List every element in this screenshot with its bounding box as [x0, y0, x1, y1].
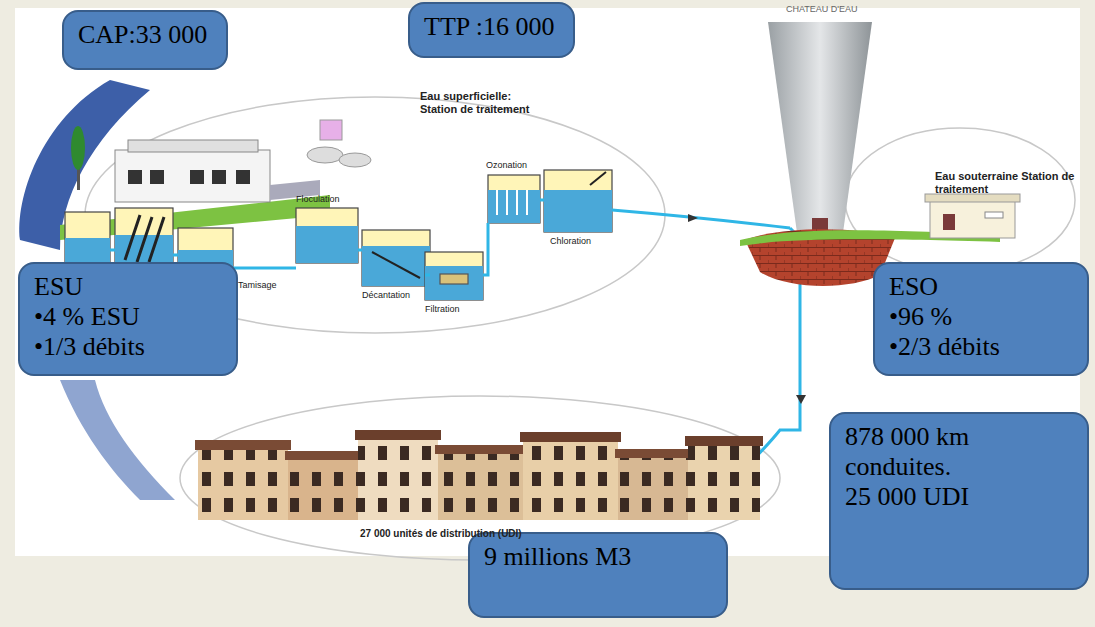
callout-box: ESU•4 % ESU•1/3 débits	[18, 262, 238, 376]
roof	[925, 194, 1020, 202]
water-tower	[768, 22, 872, 240]
window	[150, 170, 164, 184]
illustration-label: 27 000 unités de distribution (UDI)	[360, 528, 600, 540]
process-ozonation	[488, 175, 540, 223]
callout-text: 9 millions M3	[484, 542, 712, 572]
white-panel	[15, 8, 1080, 556]
silo	[307, 147, 343, 163]
door	[943, 214, 955, 230]
silo	[339, 153, 371, 167]
process-filtration	[425, 252, 483, 300]
roof	[128, 140, 258, 152]
illustration-label: Tamisage	[238, 280, 298, 290]
callout-box: ESO•96 %•2/3 débits	[873, 262, 1089, 376]
tower-tank	[320, 120, 342, 140]
callout-box: CAP:33 000	[62, 10, 228, 70]
water	[362, 246, 430, 286]
callout-text: CAP:33 000	[78, 20, 212, 50]
groundwater-plant	[930, 200, 1015, 238]
water	[425, 266, 483, 300]
window	[212, 170, 226, 184]
illustration-label: Chloration	[550, 236, 620, 246]
callout-text: 878 000 km conduites.	[845, 422, 995, 482]
illustration-label: Décantation	[362, 290, 432, 300]
river-lower	[60, 380, 175, 500]
filter	[440, 274, 468, 284]
illustration-label: Floculation	[296, 194, 366, 204]
water	[65, 238, 110, 262]
callout-box: 9 millions M3	[468, 532, 728, 618]
bubbles	[497, 190, 527, 215]
settler	[372, 252, 420, 278]
callout-text: 25 000 UDI	[845, 482, 995, 512]
callout-text: TTP :16 000	[424, 12, 559, 42]
injector	[590, 172, 606, 185]
process-intake	[65, 212, 110, 262]
callout-text: •2/3 débits	[889, 332, 1073, 362]
tree	[71, 126, 85, 170]
callout-text: •4 % ESU	[34, 302, 222, 332]
process-decantation	[362, 230, 430, 286]
callout-text: •1/3 débits	[34, 332, 222, 362]
window	[128, 170, 142, 184]
callout-text: •96 %	[889, 302, 1073, 332]
process-chloration	[544, 170, 612, 232]
water	[488, 190, 540, 223]
houses	[195, 430, 763, 520]
process-screen	[115, 208, 173, 266]
process-floculation	[296, 208, 358, 263]
window	[190, 170, 204, 184]
illustration-label: Filtration	[425, 304, 485, 314]
plant-building	[115, 150, 270, 202]
water	[544, 190, 612, 232]
screen-bars	[125, 215, 164, 262]
illustration-label: Ozonation	[486, 160, 546, 170]
callout-box: 878 000 km conduites.25 000 UDI	[829, 412, 1089, 590]
water	[296, 226, 358, 263]
window	[236, 170, 250, 184]
illustration-label: Eau superficielle: Station de traitement	[420, 90, 550, 115]
flow-arrow	[796, 395, 806, 404]
callout-box: TTP :16 000	[408, 2, 575, 58]
illustration-label: Eau souterraine Station de traitement	[935, 170, 1075, 195]
callout-text: ESU	[34, 272, 222, 302]
window	[985, 212, 1003, 218]
flow-arrow	[688, 214, 698, 222]
illustration-label: CHATEAU D'EAU	[786, 4, 876, 14]
callout-text: ESO	[889, 272, 1073, 302]
